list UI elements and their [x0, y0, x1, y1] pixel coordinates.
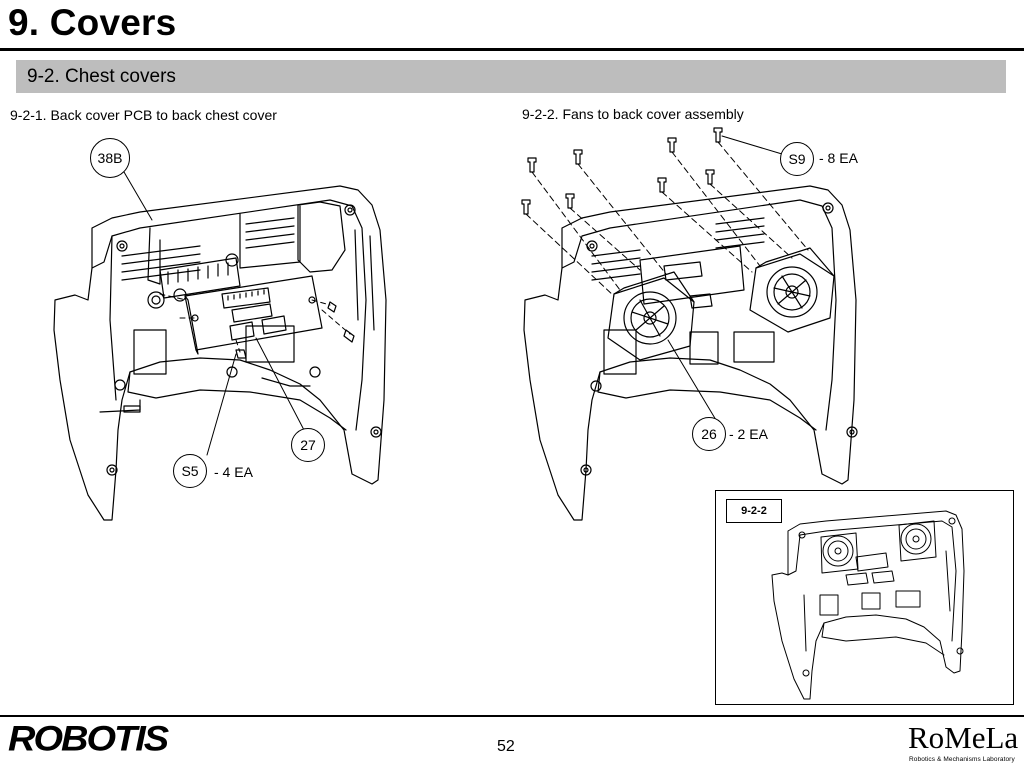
callout-s5-qty: - 4 EA: [214, 464, 253, 480]
step-label-9-2-2: 9-2-2. Fans to back cover assembly: [522, 106, 744, 122]
callout-38b: 38B: [90, 138, 130, 178]
callout-s9-qty: - 8 EA: [819, 150, 858, 166]
romela-logo-text: RoMeLa: [908, 720, 1019, 755]
robotis-logo: ROBOTIS: [8, 720, 169, 759]
page-number: 52: [497, 738, 515, 755]
screw-guide-lines-right: [525, 141, 809, 297]
callout-26-qty: - 2 EA: [729, 426, 768, 442]
back-cover-pcb-drawing: [184, 275, 323, 355]
title-divider: [0, 48, 1024, 51]
section-title: 9-2. Chest covers: [27, 65, 176, 87]
pcb-components-drawing: [147, 253, 241, 309]
screws-s9: [521, 127, 723, 215]
fan-left-drawing: [607, 271, 695, 361]
screw-guide-lines-left: [159, 293, 351, 353]
callout-leader-lines-right: [667, 135, 783, 421]
callout-s9: S9: [780, 142, 814, 176]
back-chest-cover-drawing: [53, 185, 387, 521]
fan-right-drawing: [749, 247, 835, 333]
footer-divider: [0, 715, 1024, 717]
inset-completed-assembly: 9-2-2: [715, 490, 1014, 705]
callout-27: 27: [291, 428, 325, 462]
romela-logo: RoMeLa Robotics & Mechanisms Laboratory: [905, 720, 1020, 766]
inset-assembly-drawing: [771, 510, 965, 700]
screws-s5-left: [235, 301, 355, 359]
inset-tag: 9-2-2: [726, 499, 782, 523]
page-title: 9. Covers: [8, 2, 177, 43]
callout-s5: S5: [173, 454, 207, 488]
romela-logo-subtitle: Robotics & Mechanisms Laboratory: [909, 756, 1015, 763]
section-header-bar: 9-2. Chest covers: [16, 60, 1006, 93]
back-cover-assembly-drawing: [523, 185, 858, 521]
callout-leader-lines-left: [123, 171, 305, 456]
step-label-9-2-1: 9-2-1. Back cover PCB to back chest cove…: [10, 107, 277, 123]
callout-26: 26: [692, 417, 726, 451]
